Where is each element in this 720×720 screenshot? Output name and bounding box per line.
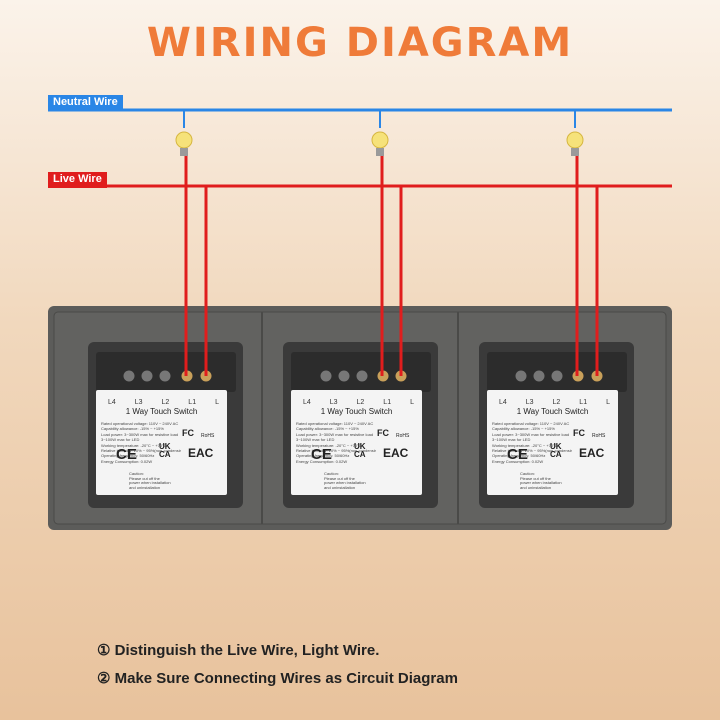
note-1: ① Distinguish the Live Wire, Light Wire. (97, 642, 380, 659)
terminal-label: L4 (499, 399, 507, 406)
rohs-mark: RoHS (592, 433, 606, 439)
ce-mark: CE (311, 446, 332, 463)
spec-line: Capability allowance: -15% ~ +15% (492, 426, 555, 432)
caution-line: Caution: (324, 471, 339, 476)
note-2: ② Make Sure Connecting Wires as Circuit … (97, 670, 458, 687)
terminal-label: L4 (108, 399, 116, 406)
spec-line: Working temperature: -20°C ~ +70°C (296, 442, 362, 448)
caution-line: power when installation (324, 480, 366, 486)
ukca-mark: UK CA (550, 442, 562, 459)
spec-line: Load power: 3~300W max for resistive loa… (492, 431, 570, 437)
spec-line: Capability allowance: -15% ~ +15% (101, 426, 164, 432)
caution-line: and uninstallation (324, 484, 356, 490)
terminal-label: L2 (161, 399, 170, 406)
spec-line: Relative humidity: 10% ~ 95%(non-condens… (492, 448, 572, 454)
spec-line: Relative humidity: 10% ~ 95%(non-condens… (296, 448, 376, 454)
terminal-label: L (215, 399, 219, 406)
terminal-labels: L4 L3 L2 L1 L (487, 393, 618, 406)
ukca-mark: UK CA (354, 442, 366, 459)
caution-line: Caution: (129, 471, 144, 476)
spec-line: Operating frequency: 50/60Hz (492, 453, 546, 459)
live-wire-label: Live Wire (48, 172, 107, 188)
terminal-label: L (606, 399, 610, 406)
switch-title: 1 Way Touch Switch (320, 407, 393, 416)
ce-mark: CE (116, 446, 137, 463)
switch-module-2-sticker: L4 L3 L2 L1 L 1 Way Touch Switch Rated o… (276, 335, 441, 510)
switch-sticker (487, 390, 618, 495)
spec-line: Working temperature: -20°C ~ +70°C (101, 442, 167, 448)
eac-mark: EAC (188, 446, 214, 460)
caution-line: Please cut off the (129, 475, 160, 481)
fc-mark: FC (182, 428, 194, 438)
light-bulb-icon (371, 131, 389, 156)
spec-line: Capability allowance: -15% ~ +15% (296, 426, 359, 432)
terminal-label: L3 (134, 399, 143, 406)
terminal-label: L4 (303, 399, 311, 406)
eac-mark: EAC (579, 446, 605, 460)
caution-text: Caution: Please cut off the power when i… (324, 471, 384, 490)
spec-line: 3~100W max for LED (296, 437, 335, 443)
switch-sticker (291, 390, 422, 495)
spec-line: Energy Consumption: 0.02W (492, 458, 544, 464)
switch-specs: Rated operational voltage: 110V ~ 240V A… (492, 421, 572, 464)
switch-specs: Rated operational voltage: 110V ~ 240V A… (101, 421, 181, 464)
terminal-label: L2 (356, 399, 365, 406)
spec-line: 3~100W max for LED (101, 437, 140, 443)
caution-line: Please cut off the (324, 475, 355, 481)
eac-mark: EAC (383, 446, 409, 460)
fc-mark: FC (377, 428, 389, 438)
terminal-label: L1 (188, 399, 197, 406)
spec-line: Relative humidity: 10% ~ 95%(non-condens… (101, 448, 181, 454)
switch-module-1-sticker: L4 L3 L2 L1 L 1 Way Touch Switch Rated o… (81, 335, 246, 510)
spec-line: 3~100W max for LED (492, 437, 531, 443)
fc-mark: FC (573, 428, 585, 438)
light-bulb-icon (566, 131, 584, 156)
spec-line: Load power: 3~300W max for resistive loa… (296, 431, 374, 437)
terminal-labels: L4 L3 L2 L1 L (291, 393, 422, 406)
caution-line: power when installation (129, 480, 171, 486)
rohs-mark: RoHS (396, 433, 410, 439)
light-bulb-icon (175, 131, 193, 156)
spec-line: Operating frequency: 50/60Hz (101, 453, 155, 459)
spec-line: Energy Consumption: 0.02W (296, 458, 348, 464)
caution-line: and uninstallation (129, 484, 161, 490)
ce-mark: CE (507, 446, 528, 463)
spec-line: Load power: 3~300W max for resistive loa… (101, 431, 179, 437)
terminal-label: L2 (552, 399, 561, 406)
terminal-label: L (410, 399, 414, 406)
terminal-label: L3 (329, 399, 338, 406)
spec-line: Rated operational voltage: 110V ~ 240V A… (296, 421, 374, 426)
page-title: WIRING DIAGRAM (146, 20, 574, 66)
ukca-mark: UK CA (159, 442, 171, 459)
spec-line: Rated operational voltage: 110V ~ 240V A… (101, 421, 179, 426)
terminal-label: L1 (579, 399, 588, 406)
spec-line: Energy Consumption: 0.02W (101, 458, 153, 464)
switch-module-3-sticker: L4 L3 L2 L1 L 1 Way Touch Switch Rated o… (472, 335, 637, 510)
caution-line: Caution: (520, 471, 535, 476)
spec-line: Rated operational voltage: 110V ~ 240V A… (492, 421, 570, 426)
terminal-label: L1 (383, 399, 392, 406)
caution-line: Please cut off the (520, 475, 551, 481)
caution-line: and uninstallation (520, 484, 552, 490)
terminal-label: L3 (525, 399, 534, 406)
caution-line: power when installation (520, 480, 562, 486)
switch-specs: Rated operational voltage: 110V ~ 240V A… (296, 421, 376, 464)
rohs-mark: RoHS (201, 433, 215, 439)
spec-line: Operating frequency: 50/60Hz (296, 453, 350, 459)
switch-sticker (96, 390, 227, 495)
switch-title: 1 Way Touch Switch (125, 407, 198, 416)
spec-line: Working temperature: -20°C ~ +70°C (492, 442, 558, 448)
neutral-wire-label: Neutral Wire (48, 95, 123, 111)
terminal-labels: L4 L3 L2 L1 L (96, 393, 227, 406)
switch-title: 1 Way Touch Switch (516, 407, 589, 416)
caution-text: Caution: Please cut off the power when i… (129, 471, 189, 490)
caution-text: Caution: Please cut off the power when i… (520, 471, 580, 490)
